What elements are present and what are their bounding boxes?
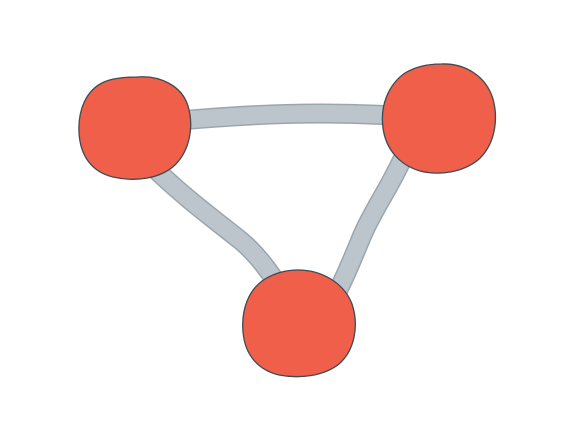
node-top-right (381, 63, 497, 174)
node-top-left (78, 76, 192, 180)
edges-layer (144, 103, 412, 315)
edge-top-right-to-bottom (320, 150, 412, 315)
nodes-layer (78, 63, 497, 378)
node-bottom (242, 269, 356, 378)
edge-top-left-to-top-right (165, 103, 412, 131)
